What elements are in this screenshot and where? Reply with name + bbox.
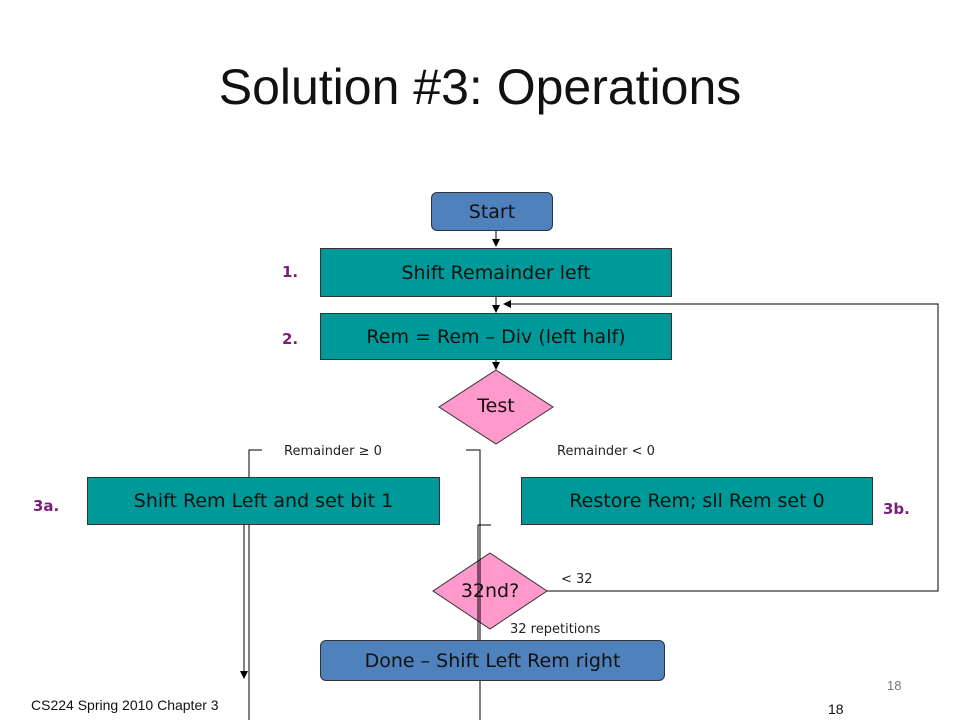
step-3a-label: 3a.	[33, 497, 60, 515]
step-3b-label: 3b.	[883, 500, 910, 518]
page-number-top: 18	[887, 678, 902, 693]
loop-test-label: 32nd?	[460, 580, 520, 602]
shift-rem-left-set-bit-box: Shift Rem Left and set bit 1	[87, 477, 440, 525]
page-number-bottom: 18	[828, 701, 844, 717]
test-diamond	[438, 369, 554, 445]
loop-test-diamond	[432, 552, 548, 630]
condition-left-label: Remainder ≥ 0	[284, 444, 382, 459]
exit-condition-label: 32 repetitions	[510, 622, 601, 637]
restore-rem-box: Restore Rem; sll Rem set 0	[521, 477, 873, 525]
step-2-label: 2.	[282, 330, 299, 348]
shift-remainder-left-box: Shift Remainder left	[320, 248, 672, 297]
step-1-label: 1.	[282, 263, 299, 281]
condition-right-label: Remainder < 0	[557, 444, 655, 459]
test-label: Test	[477, 395, 515, 417]
slide-title: Solution #3: Operations	[218, 59, 742, 115]
start-box: Start	[431, 192, 553, 231]
footer-course-label: CS224 Spring 2010 Chapter 3	[31, 697, 219, 713]
subtract-divisor-box: Rem = Rem – Div (left half)	[320, 313, 672, 360]
loop-back-label: < 32	[561, 572, 593, 587]
done-box: Done – Shift Left Rem right	[320, 640, 665, 681]
